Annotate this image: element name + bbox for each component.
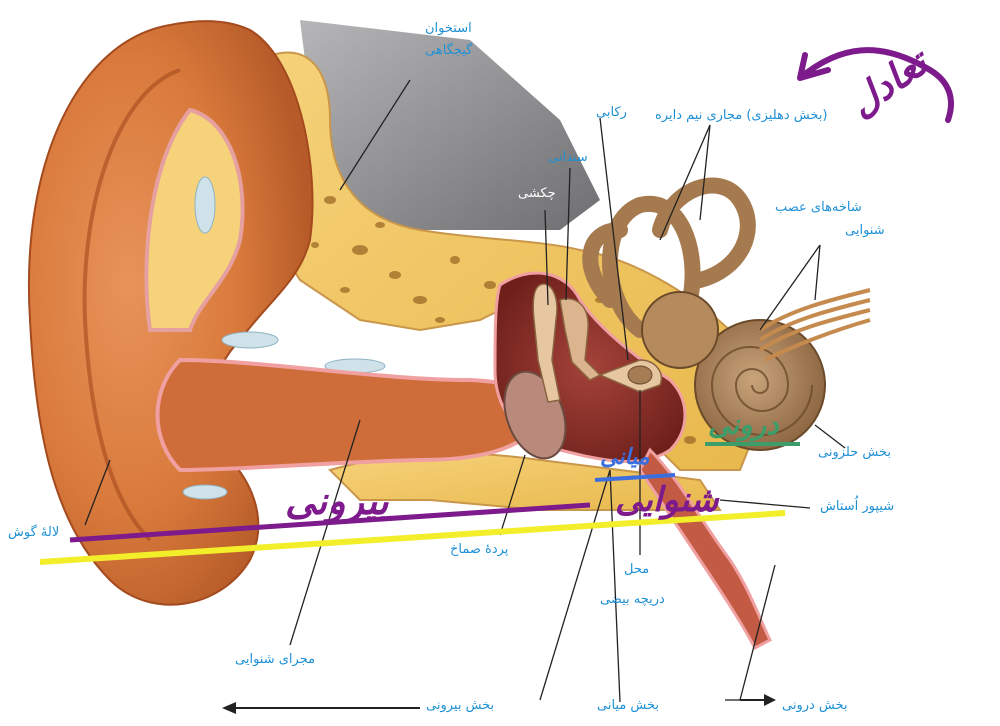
- label-outer-part: بخش بیرونی: [426, 697, 494, 714]
- annotation-inner: درونی: [708, 408, 779, 441]
- label-oval-window-line2: دریچه بیضی: [600, 591, 665, 608]
- label-auricle: لالهٔ گوش: [8, 524, 59, 541]
- outer-part-arrowhead: [222, 702, 236, 714]
- ear-canal-shape: [158, 360, 546, 470]
- annotation-outer: بیرونی: [285, 478, 389, 523]
- inner-part-arrowhead: [764, 694, 776, 706]
- annotation-hearing: شنوایی: [615, 480, 719, 520]
- label-temporal-bone-line2: گیجگاهی: [425, 42, 472, 59]
- cartilage-nodule: [183, 485, 227, 499]
- label-stapes: رکابی: [596, 104, 627, 121]
- label-incus: سندانی: [548, 149, 588, 166]
- label-auditory-nerve-line2: شنوایی: [845, 222, 885, 239]
- cartilage-nodule: [195, 177, 215, 233]
- label-cochlea: بخش حلزونی: [818, 444, 891, 461]
- cartilage-nodule: [222, 332, 278, 348]
- label-ear-canal: مجرای شنوایی: [235, 651, 315, 668]
- label-auditory-nerve-line1: شاخه‌های عصب: [775, 199, 862, 216]
- oval-window-shape: [628, 366, 652, 384]
- label-middle-part: بخش میانی: [597, 697, 659, 714]
- label-temporal-bone-line1: استخوان: [425, 20, 472, 37]
- label-eustachian-tube: شیپور اُستاش: [820, 498, 894, 515]
- label-oval-window-line1: محل: [624, 561, 649, 578]
- annotation-middle: میانی: [600, 444, 650, 470]
- label-malleus: چکشی: [518, 185, 556, 202]
- label-eardrum: پردهٔ صماخ: [450, 541, 508, 558]
- label-semicircular-canals: (بخش دهلیزی) مجاری نیم دایره: [655, 107, 827, 124]
- label-inner-part: بخش درونی: [782, 697, 848, 714]
- vestibule-shape: [642, 292, 718, 368]
